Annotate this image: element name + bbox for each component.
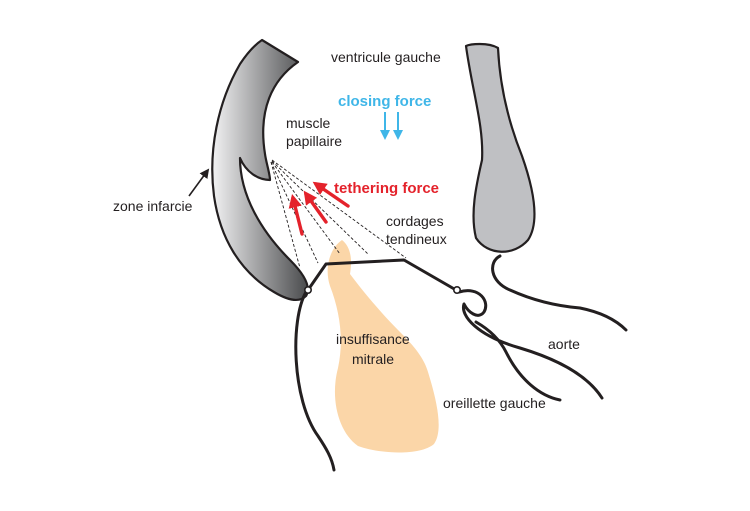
label-chordae-line1: cordages	[386, 213, 444, 229]
label-muscle-line2: papillaire	[286, 133, 342, 149]
label-chordae-line2: tendineux	[386, 231, 447, 247]
tethering-force-arrow-2	[303, 190, 328, 224]
tethering-force-arrows	[288, 181, 350, 236]
label-aorta: aorte	[548, 336, 580, 352]
regurgitant-jet	[327, 240, 439, 453]
label-insufficiency-line1: insuffisance	[336, 331, 410, 347]
label-ventricle: ventricule gauche	[331, 49, 441, 65]
infarct-wall	[211, 38, 309, 301]
hinge-point-posterior	[303, 285, 312, 294]
closing-force-arrows	[380, 112, 403, 140]
tethering-force-arrow-3	[312, 181, 350, 208]
label-insufficiency-line2: mitrale	[352, 351, 394, 367]
aortic-root-curve	[491, 254, 628, 332]
label-tethering-force: tethering force	[334, 180, 439, 197]
chordae-tendineae	[270, 159, 407, 269]
label-zone-infarct: zone infarcie	[113, 198, 193, 214]
hinge-point-anterior	[452, 285, 461, 294]
label-closing-force: closing force	[338, 93, 431, 110]
label-atrium: oreillette gauche	[443, 395, 546, 411]
infarct-pointer-arrow	[188, 168, 210, 197]
tethering-force-arrow-1	[288, 194, 304, 236]
septum-wall	[464, 42, 536, 253]
label-muscle-line1: muscle	[286, 115, 331, 131]
aortic-wall	[457, 289, 604, 402]
atrium-posterior-wall	[294, 290, 336, 472]
mitral-leaflets	[306, 258, 458, 292]
